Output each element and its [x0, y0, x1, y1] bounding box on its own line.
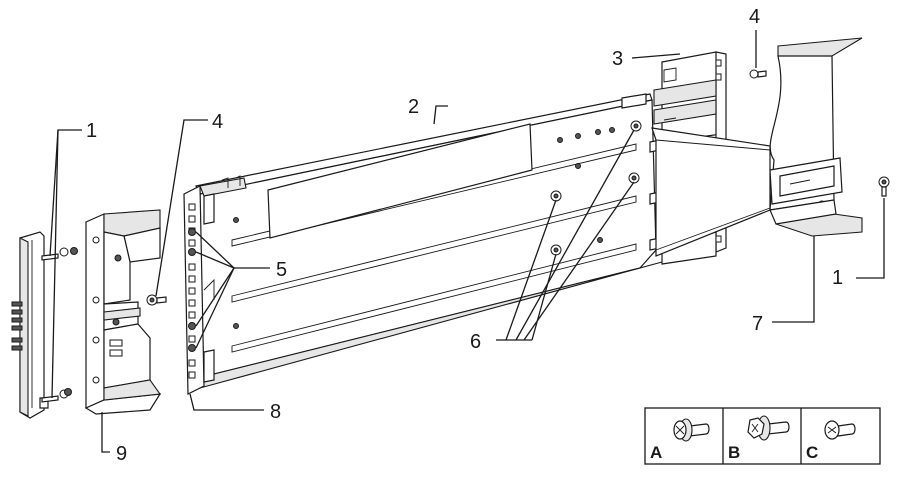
callout-1-right: 1 [832, 267, 843, 289]
callout-4-right: 4 [749, 6, 760, 28]
callout-9: 9 [116, 443, 127, 465]
bezel-screw-top [42, 248, 78, 261]
leader-2 [434, 106, 448, 124]
screw-key-table: A B C [645, 408, 880, 464]
callout-5: 5 [276, 259, 287, 281]
callout-4-left: 4 [212, 111, 223, 133]
rear-screw-right [879, 177, 889, 196]
bracket-screw [147, 295, 166, 305]
callout-2: 2 [408, 96, 419, 118]
screw-b-icon [748, 416, 789, 440]
leader-8 [190, 394, 264, 410]
screw-key-label-c: C [806, 443, 818, 462]
leader-7 [772, 236, 814, 322]
rear-screw-top [750, 70, 766, 78]
leader-9 [102, 412, 110, 452]
screw-key-label-b: B [728, 443, 740, 462]
main-rail [196, 94, 662, 388]
screw-a-icon [674, 419, 709, 441]
callout-7: 7 [752, 313, 763, 335]
mounting-bracket [86, 210, 160, 414]
callout-3: 3 [612, 48, 623, 70]
callout-8: 8 [270, 401, 281, 423]
leader-3 [632, 54, 680, 58]
leader-1-left-top [50, 130, 82, 256]
screw-c-icon [825, 421, 855, 439]
screw-key-label-a: A [650, 443, 662, 462]
callout-1-left: 1 [86, 120, 97, 142]
rear-bracket [770, 38, 862, 236]
leader-1-right [856, 198, 884, 278]
callout-6: 6 [470, 331, 481, 353]
bezel-screw-bottom [42, 389, 72, 403]
